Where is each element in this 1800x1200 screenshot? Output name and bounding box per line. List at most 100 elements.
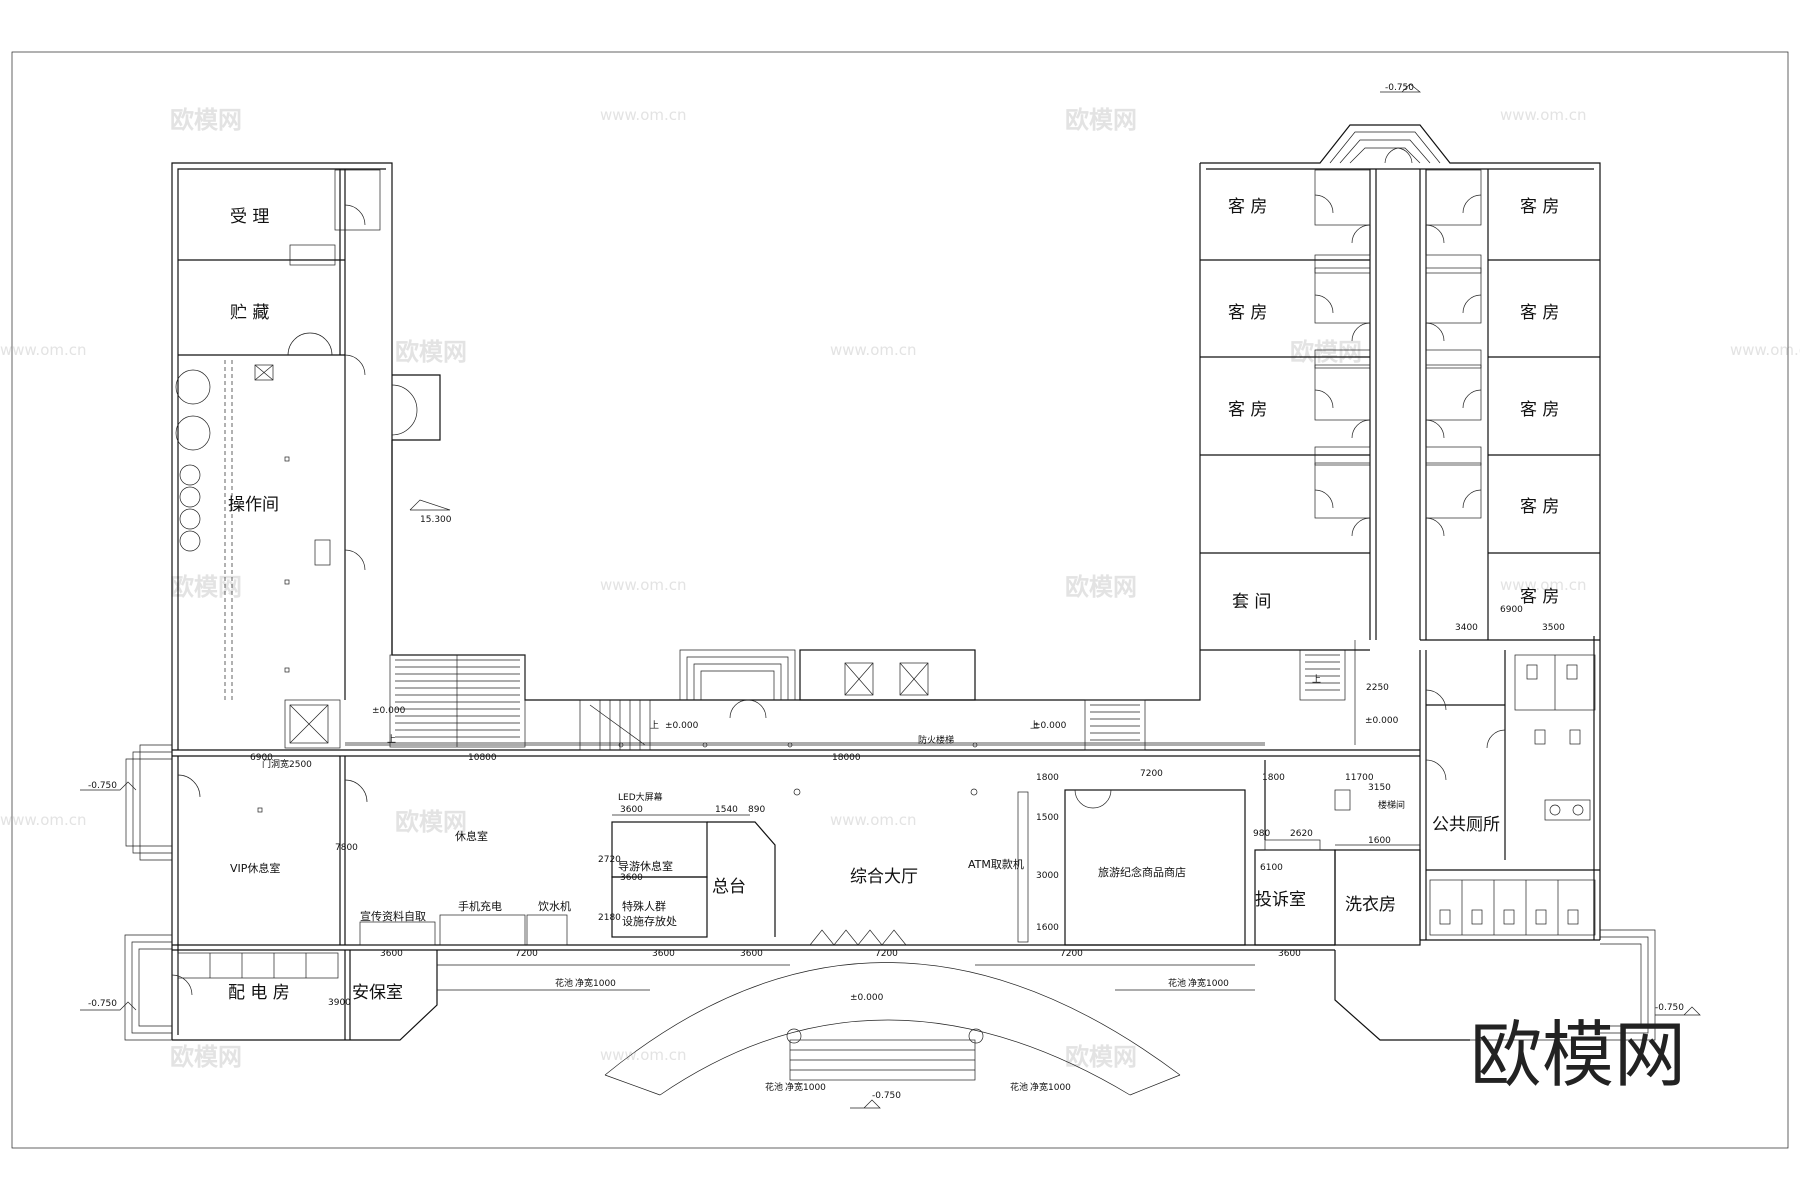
svg-text:3400: 3400 bbox=[1455, 623, 1478, 633]
label-up-3: 上 bbox=[1030, 720, 1039, 731]
label-storage: 贮 藏 bbox=[230, 303, 269, 323]
label-fire-stair: 防火楼梯 bbox=[918, 734, 954, 746]
drawing-frame bbox=[11, 51, 1789, 1149]
label-hall: 综合大厅 bbox=[850, 867, 918, 887]
watermark-layer: 欧模网 www.om.cn 欧模网 www.om.cn www.om.cn 欧模… bbox=[0, 106, 1800, 1071]
label-led: LED大屏幕 bbox=[618, 791, 663, 803]
svg-text:6100: 6100 bbox=[1260, 863, 1283, 873]
svg-text:www.om.cn: www.om.cn bbox=[1730, 341, 1800, 359]
svg-text:www.om.cn: www.om.cn bbox=[830, 811, 917, 829]
svg-text:www.om.cn: www.om.cn bbox=[600, 1046, 687, 1064]
svg-text:1540: 1540 bbox=[715, 805, 738, 815]
svg-text:3600: 3600 bbox=[620, 873, 643, 883]
svg-text:3600: 3600 bbox=[1278, 949, 1301, 959]
level-left-lower: -0.750 bbox=[88, 999, 117, 1009]
svg-text:3150: 3150 bbox=[1368, 783, 1391, 793]
level-markers bbox=[80, 83, 1701, 1109]
svg-text:www.om.cn: www.om.cn bbox=[600, 106, 687, 124]
svg-text:6900: 6900 bbox=[1500, 605, 1523, 615]
svg-text:欧模网: 欧模网 bbox=[1290, 338, 1362, 366]
level-left-entry: -0.750 bbox=[88, 781, 117, 791]
svg-text:11700: 11700 bbox=[1345, 773, 1374, 783]
svg-text:3600: 3600 bbox=[380, 949, 403, 959]
label-atm: ATM取款机 bbox=[968, 857, 1024, 871]
stairs bbox=[389, 640, 1356, 751]
level-stair-right: ±0.000 bbox=[1033, 721, 1067, 731]
svg-text:3900: 3900 bbox=[328, 998, 351, 1008]
label-lounge: 休息室 bbox=[455, 829, 488, 843]
svg-text:欧模网: 欧模网 bbox=[395, 338, 467, 366]
svg-text:净宽1000: 净宽1000 bbox=[1188, 977, 1229, 989]
label-suite: 套 间 bbox=[1232, 592, 1271, 612]
svg-text:1600: 1600 bbox=[1368, 836, 1391, 846]
label-guide-rest: 导游休息室 bbox=[618, 859, 673, 873]
label-guest-room-l3: 客 房 bbox=[1228, 400, 1267, 420]
label-up-2: 上 bbox=[650, 720, 659, 731]
label-planter-4: 花池 bbox=[1010, 1081, 1028, 1093]
svg-text:净宽1000: 净宽1000 bbox=[575, 977, 616, 989]
label-planter-1: 花池 bbox=[555, 977, 573, 989]
label-operation: 操作间 bbox=[228, 495, 279, 515]
svg-text:门洞宽2500: 门洞宽2500 bbox=[262, 758, 312, 770]
label-guest-room-r5: 客 房 bbox=[1520, 587, 1559, 607]
label-guest-room-l1: 客 房 bbox=[1228, 197, 1267, 217]
svg-text:www.om.cn: www.om.cn bbox=[0, 341, 87, 359]
level-bottom-entry: -0.750 bbox=[872, 1091, 901, 1101]
svg-text:3000: 3000 bbox=[1036, 871, 1059, 881]
svg-text:18000: 18000 bbox=[832, 753, 861, 763]
label-guest-room-l2: 客 房 bbox=[1228, 303, 1267, 323]
svg-text:www.om.cn: www.om.cn bbox=[0, 811, 87, 829]
label-security: 安保室 bbox=[352, 983, 403, 1003]
dimension-labels: 6900 门洞宽2500 10800 18000 7200 3600 1540 … bbox=[250, 605, 1565, 1093]
svg-text:7200: 7200 bbox=[1140, 769, 1163, 779]
label-water: 饮水机 bbox=[538, 899, 571, 913]
svg-text:www.om.cn: www.om.cn bbox=[1500, 106, 1587, 124]
svg-text:7800: 7800 bbox=[335, 843, 358, 853]
svg-text:2180: 2180 bbox=[598, 913, 621, 923]
label-special-1: 特殊人群 bbox=[622, 899, 666, 913]
svg-text:3600: 3600 bbox=[740, 949, 763, 959]
label-reception: 受 理 bbox=[230, 207, 269, 227]
main-hall-interior bbox=[177, 742, 1421, 946]
label-public-toilet: 公共厕所 bbox=[1432, 815, 1500, 835]
level-stair-mid: ±0.000 bbox=[665, 721, 699, 731]
label-planter-2: 花池 bbox=[1168, 977, 1186, 989]
level-labels: ±0.000 ±0.000 ±0.000 ±0.000 ±0.000 -0.75… bbox=[88, 83, 1684, 1101]
watermark-logo: 欧模网 bbox=[1470, 1013, 1686, 1097]
svg-text:3600: 3600 bbox=[620, 805, 643, 815]
label-special-2: 设施存放处 bbox=[622, 914, 677, 928]
label-guest-room-r4: 客 房 bbox=[1520, 497, 1559, 517]
svg-text:3600: 3600 bbox=[652, 949, 675, 959]
label-brochure: 宣传资料自取 bbox=[360, 909, 426, 923]
level-right-entry: -0.750 bbox=[1655, 1003, 1684, 1013]
svg-text:1800: 1800 bbox=[1036, 773, 1059, 783]
svg-text:净宽1000: 净宽1000 bbox=[1030, 1081, 1071, 1093]
label-charging: 手机充电 bbox=[458, 899, 502, 913]
svg-text:7200: 7200 bbox=[515, 949, 538, 959]
label-planter-3: 花池 bbox=[765, 1081, 783, 1093]
level-top-entry: -0.750 bbox=[1385, 83, 1414, 93]
svg-text:7200: 7200 bbox=[875, 949, 898, 959]
svg-text:890: 890 bbox=[748, 805, 765, 815]
svg-text:2620: 2620 bbox=[1290, 829, 1313, 839]
label-power: 配 电 房 bbox=[228, 983, 290, 1003]
label-guest-room-r3: 客 房 bbox=[1520, 400, 1559, 420]
svg-text:3500: 3500 bbox=[1542, 623, 1565, 633]
level-stair-left: ±0.000 bbox=[372, 706, 406, 716]
left-wing-interior bbox=[175, 169, 441, 749]
svg-text:欧模网: 欧模网 bbox=[1065, 573, 1137, 601]
label-up-1: 上 bbox=[387, 734, 396, 745]
label-shop: 旅游纪念商品商店 bbox=[1098, 865, 1186, 879]
label-up-4: 上 bbox=[1312, 674, 1321, 685]
svg-text:2250: 2250 bbox=[1366, 683, 1389, 693]
svg-text:www.om.cn: www.om.cn bbox=[600, 576, 687, 594]
label-laundry: 洗衣房 bbox=[1345, 895, 1396, 915]
svg-text:净宽1000: 净宽1000 bbox=[785, 1081, 826, 1093]
label-guest-room-r2: 客 房 bbox=[1520, 303, 1559, 323]
public-toilet-area bbox=[1419, 639, 1600, 940]
svg-text:www.om.cn: www.om.cn bbox=[1500, 576, 1587, 594]
guest-room-grid bbox=[1200, 131, 1600, 651]
svg-text:1800: 1800 bbox=[1262, 773, 1285, 783]
svg-text:1600: 1600 bbox=[1036, 923, 1059, 933]
